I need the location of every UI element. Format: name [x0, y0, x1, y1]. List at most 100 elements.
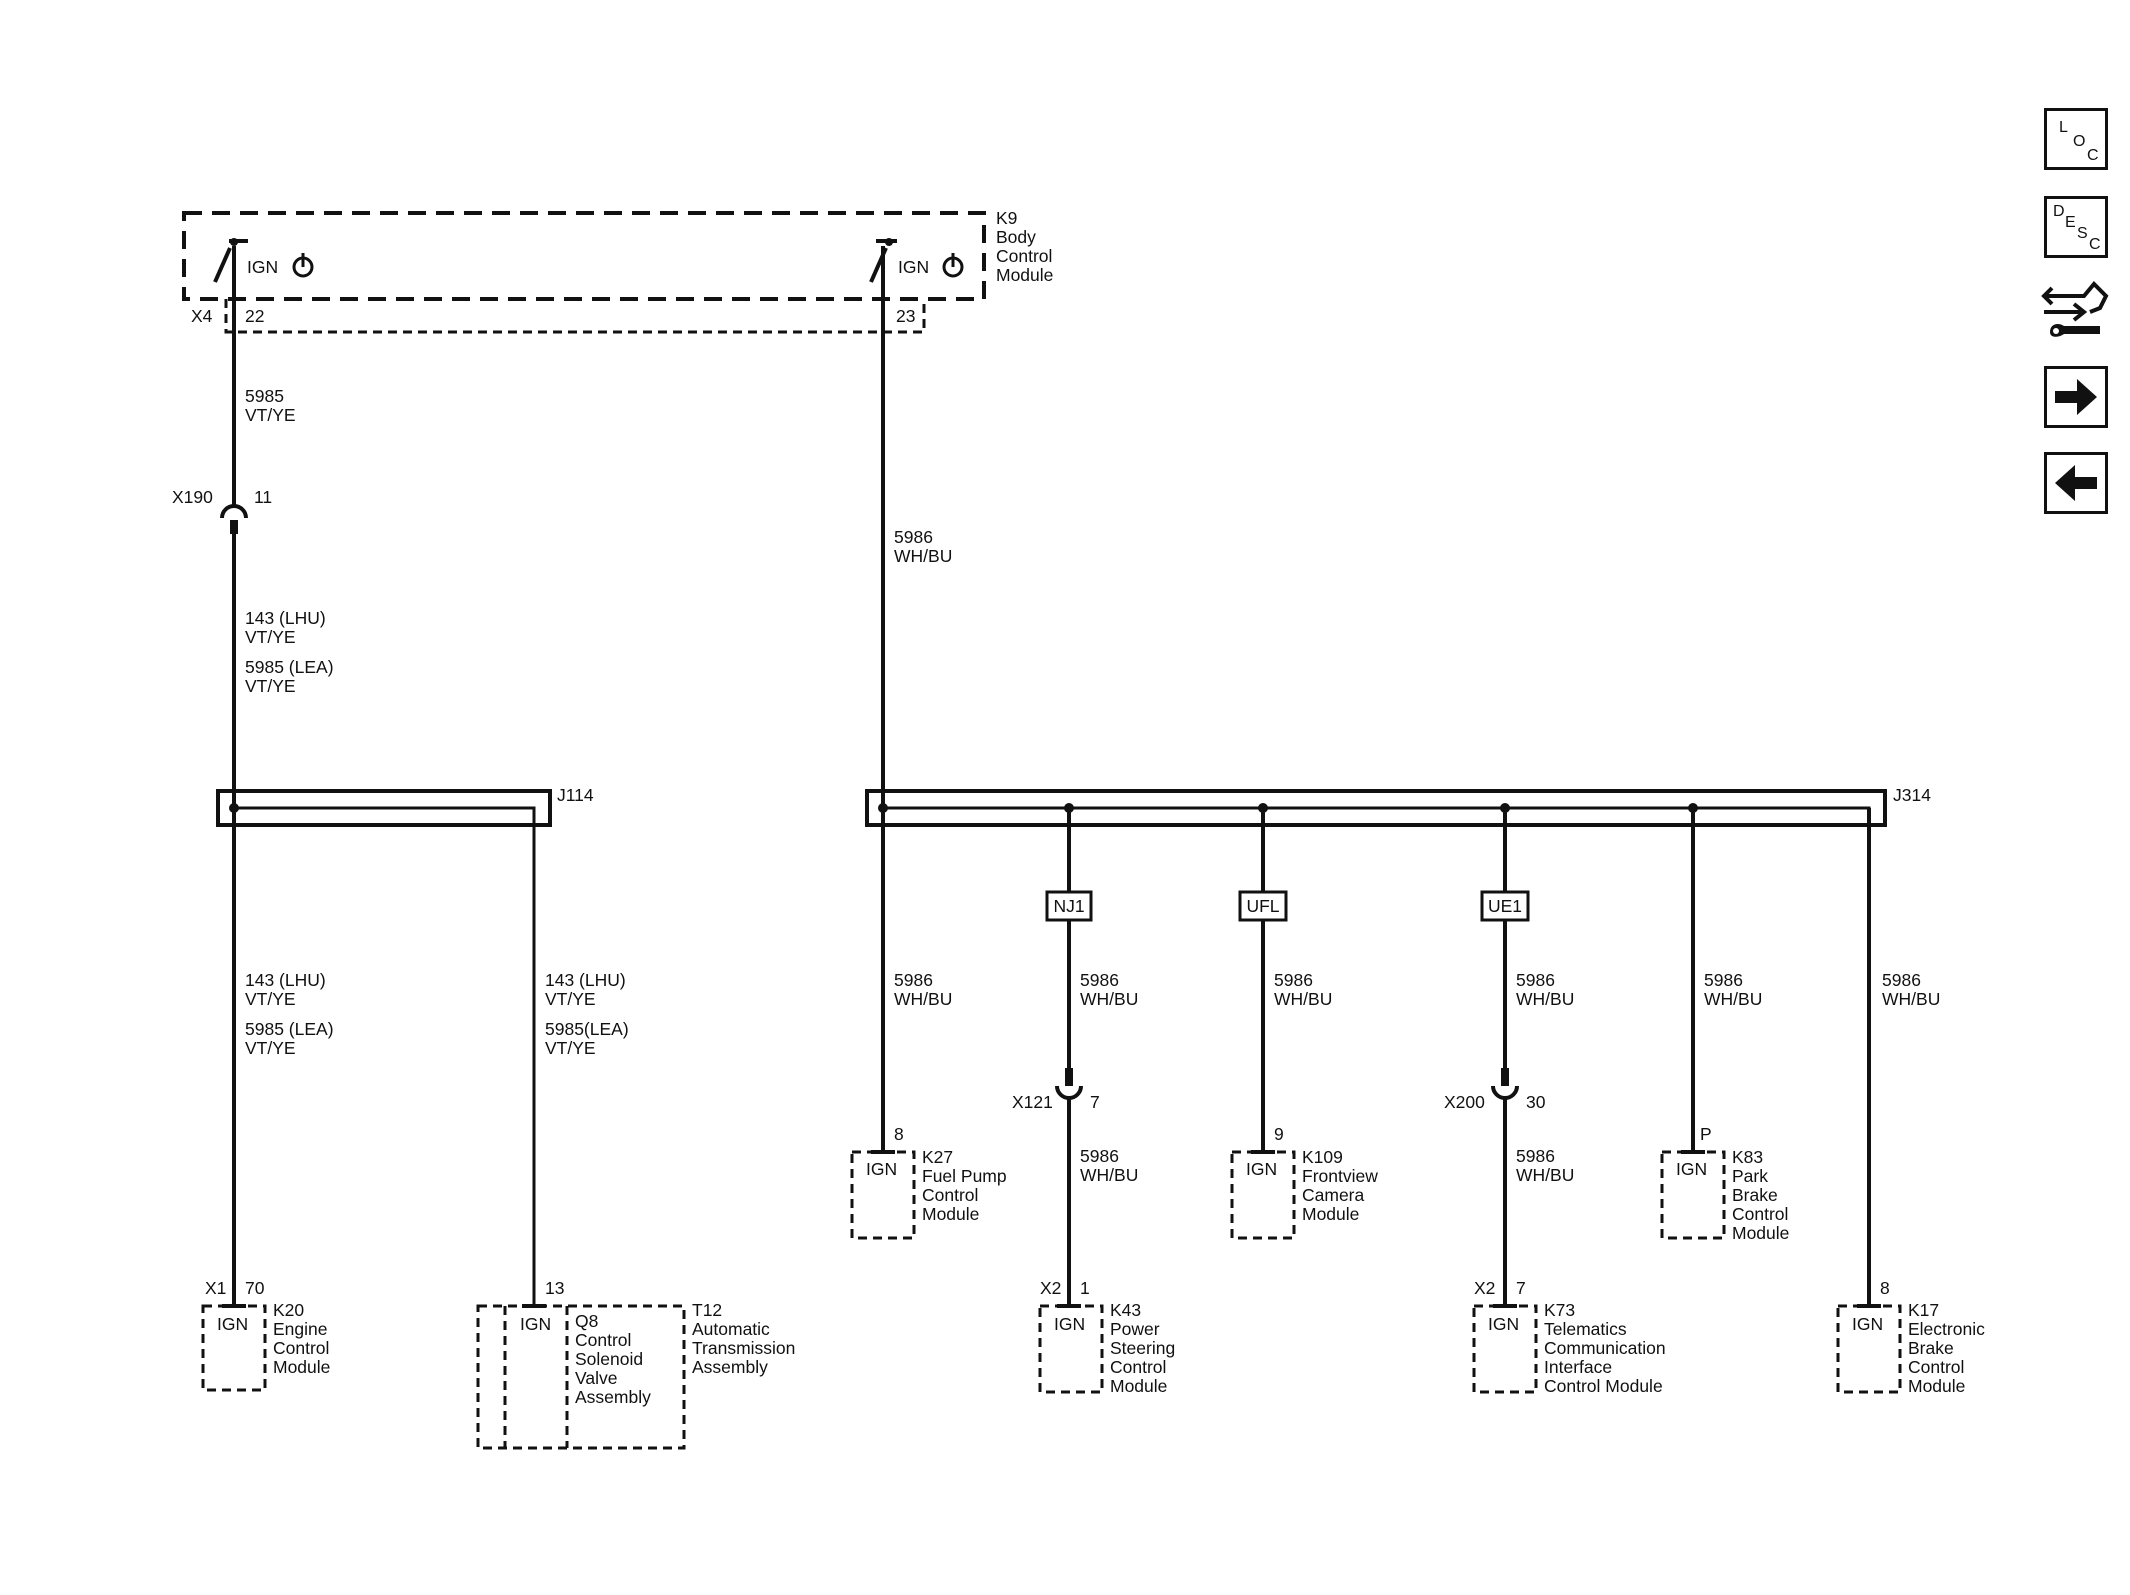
splice-label: J114	[557, 785, 594, 805]
svg-text:X1: X1	[205, 1278, 226, 1298]
svg-text:143 (LHU): 143 (LHU)	[245, 608, 326, 628]
svg-text:IGN: IGN	[217, 1314, 248, 1334]
svg-text:IGN: IGN	[1488, 1314, 1519, 1334]
svg-text:5986: 5986	[894, 970, 933, 990]
svg-text:5986: 5986	[1080, 970, 1119, 990]
svg-text:VT/YE: VT/YE	[245, 989, 296, 1009]
svg-text:5986: 5986	[1516, 970, 1555, 990]
svg-text:5985 (LEA): 5985 (LEA)	[245, 657, 334, 677]
splice-pack-j314: J314 5986 WH/BU NJ1 5986 WH/BU UFL 5986 …	[865, 785, 1940, 1306]
svg-text:X121: X121	[1012, 1092, 1053, 1112]
previous-page-button[interactable]	[2044, 452, 2108, 514]
svg-text:WH/BU: WH/BU	[1080, 989, 1138, 1009]
module-k43: X121 7 5986 WH/BU X2 1 IGN K43 Power Ste…	[1012, 1068, 1175, 1396]
inline-connector-x200	[1491, 1085, 1519, 1100]
svg-text:K20: K20	[273, 1300, 304, 1320]
svg-text:5986: 5986	[1274, 970, 1313, 990]
svg-text:K9: K9	[996, 208, 1017, 228]
bcm-pin-22: 22	[245, 306, 264, 326]
svg-text:Module: Module	[1908, 1376, 1965, 1396]
svg-text:Control: Control	[1110, 1357, 1166, 1377]
bcm-pin-23: 23	[896, 306, 915, 326]
arrow-right-icon	[2055, 379, 2097, 415]
wire-label: 5985	[245, 386, 284, 406]
svg-text:5986: 5986	[1882, 970, 1921, 990]
bcm-ignition-switch-1	[213, 238, 248, 283]
svg-text:IGN: IGN	[866, 1159, 897, 1179]
svg-text:5986: 5986	[894, 527, 933, 547]
t12-housing	[476, 1304, 686, 1450]
svg-text:Park: Park	[1732, 1166, 1768, 1186]
svg-text:Frontview: Frontview	[1302, 1166, 1378, 1186]
bcm-ign-label-2: IGN	[898, 257, 929, 277]
svg-text:X2: X2	[1474, 1278, 1495, 1298]
svg-text:P: P	[1700, 1124, 1712, 1144]
svg-text:Telematics: Telematics	[1544, 1319, 1627, 1339]
svg-text:WH/BU: WH/BU	[1274, 989, 1332, 1009]
svg-text:5986: 5986	[1704, 970, 1743, 990]
svg-text:WH/BU: WH/BU	[1516, 1165, 1574, 1185]
svg-text:Engine: Engine	[273, 1319, 328, 1339]
svg-text:IGN: IGN	[1676, 1159, 1707, 1179]
svg-text:K43: K43	[1110, 1300, 1141, 1320]
module-k17: 8 IGN K17 Electronic Brake Control Modul…	[1836, 1278, 1985, 1396]
svg-text:Automatic: Automatic	[692, 1319, 770, 1339]
svg-text:Brake: Brake	[1732, 1185, 1778, 1205]
svg-text:Electronic: Electronic	[1908, 1319, 1985, 1339]
svg-text:Module: Module	[996, 265, 1053, 285]
svg-text:Transmission: Transmission	[692, 1338, 795, 1358]
location-button[interactable]: L O C	[2044, 108, 2108, 170]
svg-text:Power: Power	[1110, 1319, 1160, 1339]
svg-text:K73: K73	[1544, 1300, 1575, 1320]
bcm-connector-label: X4	[191, 306, 213, 326]
svg-text:Module: Module	[1732, 1223, 1789, 1243]
module-k20: X1 70 IGN K20 Engine Control Module	[201, 1278, 330, 1392]
module-q8-t12: 13 IGN Q8 Control Solenoid Valve Assembl…	[476, 1278, 795, 1450]
svg-text:Module: Module	[922, 1204, 979, 1224]
svg-text:8: 8	[894, 1124, 904, 1144]
svg-text:NJ1: NJ1	[1053, 896, 1084, 916]
svg-text:X200: X200	[1444, 1092, 1485, 1112]
svg-text:Control: Control	[1908, 1357, 1964, 1377]
svg-text:Module: Module	[1302, 1204, 1359, 1224]
svg-text:X2: X2	[1040, 1278, 1061, 1298]
svg-text:T12: T12	[692, 1300, 722, 1320]
svg-text:5985(LEA): 5985(LEA)	[545, 1019, 629, 1039]
inline-connector-label: X190	[172, 487, 213, 507]
svg-text:Assembly: Assembly	[575, 1387, 651, 1407]
svg-text:143 (LHU): 143 (LHU)	[245, 970, 326, 990]
svg-text:Control: Control	[273, 1338, 329, 1358]
svg-text:Assembly: Assembly	[692, 1357, 768, 1377]
svg-text:WH/BU: WH/BU	[1516, 989, 1574, 1009]
inline-connector-x190	[220, 504, 248, 519]
svg-text:K17: K17	[1908, 1300, 1939, 1320]
next-page-button[interactable]	[2044, 366, 2108, 428]
description-button[interactable]: D E S C	[2044, 196, 2108, 258]
svg-text:Brake: Brake	[1908, 1338, 1954, 1358]
bcm-housing	[182, 211, 986, 301]
inline-pin-label: 11	[254, 487, 272, 507]
splice-label: J314	[1893, 785, 1931, 805]
svg-text:VT/YE: VT/YE	[545, 1038, 596, 1058]
svg-text:UFL: UFL	[1246, 896, 1279, 916]
power-icon	[292, 253, 314, 278]
svg-text:7: 7	[1516, 1278, 1526, 1298]
svg-text:WH/BU: WH/BU	[1080, 1165, 1138, 1185]
svg-text:IGN: IGN	[520, 1314, 551, 1334]
power-icon	[942, 253, 964, 278]
svg-text:VT/YE: VT/YE	[545, 989, 596, 1009]
wire-label-q8: 143 (LHU) VT/YE 5985(LEA) VT/YE	[545, 970, 629, 1058]
svg-text:9: 9	[1274, 1124, 1284, 1144]
svg-text:Camera: Camera	[1302, 1185, 1365, 1205]
svg-text:Control: Control	[996, 246, 1052, 266]
connector-tool-button[interactable]	[2040, 276, 2112, 344]
svg-text:K109: K109	[1302, 1147, 1343, 1167]
splice-pack-j114: J114 143 (LHU) VT/YE 5985 (LEA) VT/YE 14…	[216, 785, 629, 1306]
svg-text:K83: K83	[1732, 1147, 1763, 1167]
module-k27: 8 IGN K27 Fuel Pump Control Module	[850, 1124, 1007, 1240]
svg-text:13: 13	[545, 1278, 564, 1298]
svg-text:Q8: Q8	[575, 1311, 598, 1331]
svg-text:5985 (LEA): 5985 (LEA)	[245, 1019, 334, 1039]
option-box-ue1	[1480, 890, 1530, 922]
svg-text:IGN: IGN	[1852, 1314, 1883, 1334]
